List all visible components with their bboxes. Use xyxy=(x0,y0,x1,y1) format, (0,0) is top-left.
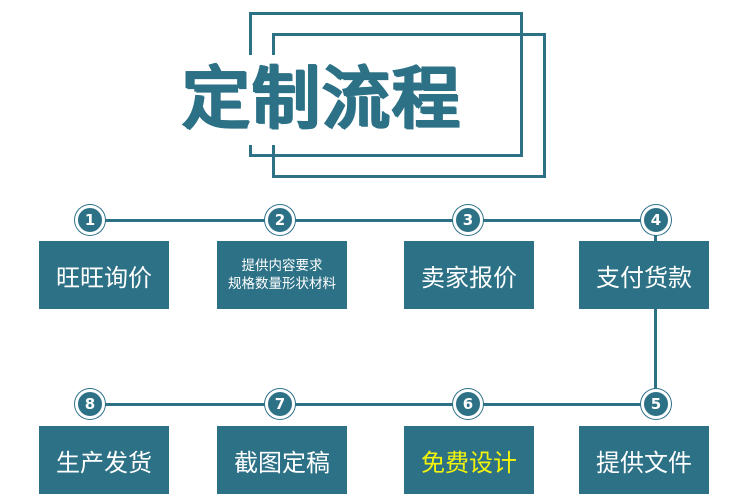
step-7-number: 7 xyxy=(265,389,295,419)
step-7-label: 截图定稿 xyxy=(234,448,330,477)
title-background xyxy=(180,55,510,145)
top-connector-line xyxy=(90,219,657,222)
step-5-number: 5 xyxy=(641,389,671,419)
right-connector-line xyxy=(654,221,657,405)
step-4-label: 支付货款 xyxy=(596,263,692,292)
step-3-label: 卖家报价 xyxy=(421,263,517,292)
step-2-label-line1: 提供内容要求 xyxy=(241,258,323,274)
step-6-label: 免费设计 xyxy=(421,448,517,477)
step-2-label-line2: 规格数量形状材料 xyxy=(228,276,336,292)
page-title: 定制流程 xyxy=(182,60,463,139)
step-3-number: 3 xyxy=(453,205,483,235)
step-7-box: 截图定稿 xyxy=(217,426,347,494)
step-6-box: 免费设计 xyxy=(404,426,534,494)
step-6-number: 6 xyxy=(453,389,483,419)
step-1-box: 旺旺询价 xyxy=(39,241,169,309)
step-4-box: 支付货款 xyxy=(579,241,709,309)
step-2-number: 2 xyxy=(265,205,295,235)
step-5-box: 提供文件 xyxy=(579,426,709,494)
step-5-label: 提供文件 xyxy=(596,448,692,477)
step-3-box: 卖家报价 xyxy=(404,241,534,309)
step-4-number: 4 xyxy=(641,205,671,235)
step-8-box: 生产发货 xyxy=(39,426,169,494)
step-1-number: 1 xyxy=(75,205,105,235)
step-8-number: 8 xyxy=(75,389,105,419)
step-8-label: 生产发货 xyxy=(56,448,152,477)
step-2-box: 提供内容要求 规格数量形状材料 xyxy=(217,241,347,309)
step-1-label: 旺旺询价 xyxy=(56,263,152,292)
bottom-connector-line xyxy=(90,403,657,406)
